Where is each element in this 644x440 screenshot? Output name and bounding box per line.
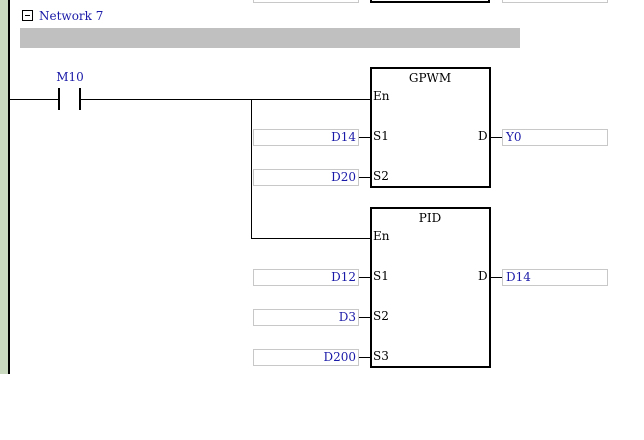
pin-wire [359,357,371,358]
branch-wire [251,99,252,239]
previous-network-field [253,0,359,3]
contact-label: M10 [56,70,84,84]
output-field-d[interactable]: D14 [502,269,608,286]
branch-wire [251,238,372,239]
pin-d: D [478,269,488,283]
pin-en: En [373,89,390,103]
pin-s3: S3 [373,349,389,363]
gpwm-block[interactable] [370,67,491,188]
pin-s2: S2 [373,169,389,183]
pin-wire [359,177,371,178]
network-title: Network 7 [39,9,104,23]
operand-field-s1[interactable]: D14 [253,129,359,146]
output-field-d[interactable]: Y0 [502,129,608,146]
block-title: PID [418,211,442,225]
previous-network-field [502,0,608,3]
normally-open-contact[interactable] [58,88,81,110]
pin-s1: S1 [373,269,389,283]
operand-field-s1[interactable]: D12 [253,269,359,286]
pid-block[interactable] [370,207,491,368]
collapse-icon[interactable] [22,10,33,21]
network-comment-bar[interactable] [20,28,520,48]
operand-field-s2[interactable]: D3 [253,309,359,326]
pin-wire [490,137,503,138]
pin-wire [359,137,371,138]
pin-wire [359,277,371,278]
operand-field-s2[interactable]: D20 [253,169,359,186]
pin-s2: S2 [373,309,389,323]
pin-wire [490,277,503,278]
pin-s1: S1 [373,129,389,143]
rung-wire [10,99,58,100]
rung-wire [81,99,372,100]
block-title: GPWM [408,71,452,85]
power-rail [0,0,10,374]
pin-en: En [373,229,390,243]
pin-wire [359,317,371,318]
operand-field-s3[interactable]: D200 [253,349,359,366]
previous-network-block [370,0,490,3]
pin-d: D [478,129,488,143]
